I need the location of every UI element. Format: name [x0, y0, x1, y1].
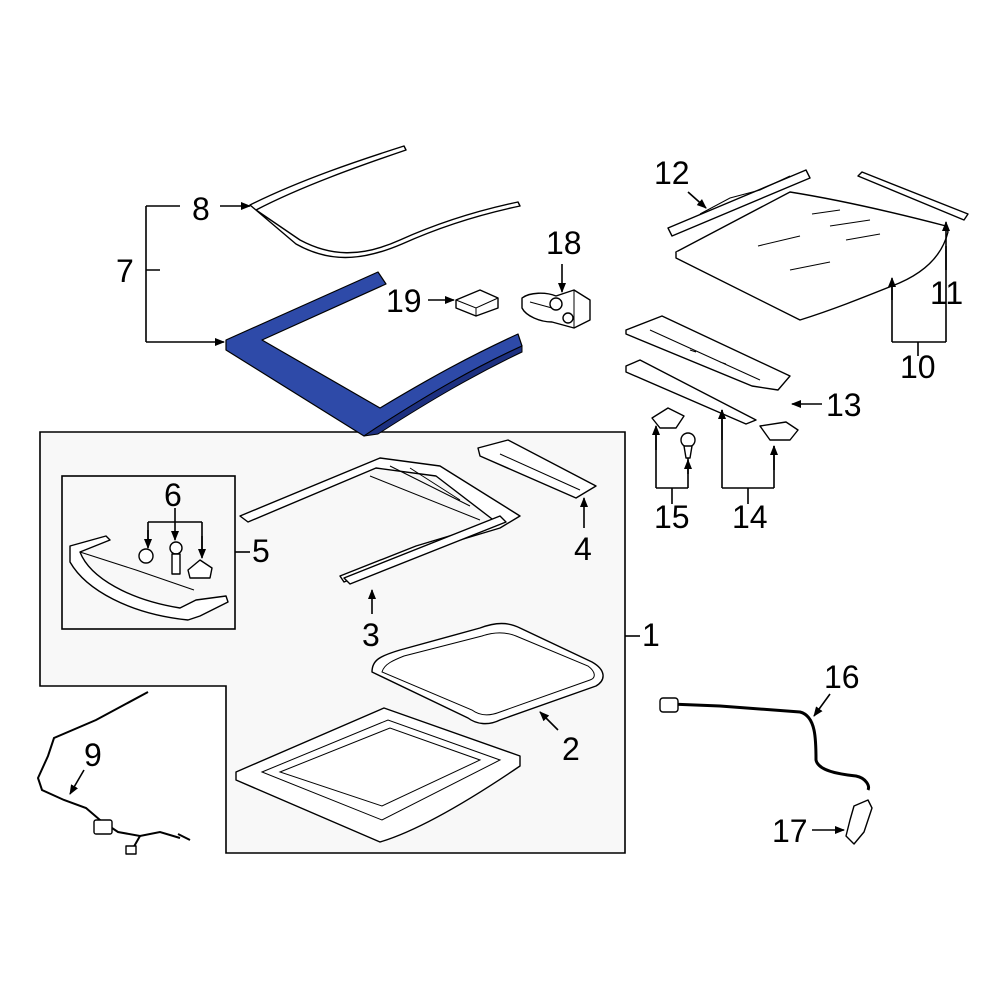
- callout-8: 8: [192, 191, 210, 227]
- front-rail-part-3[interactable]: [343, 515, 507, 585]
- sunroof-seal-part-2[interactable]: [371, 622, 604, 725]
- crossmember-part-14[interactable]: [625, 359, 799, 441]
- motor-part-18[interactable]: [521, 289, 591, 329]
- callout-3: 3: [362, 617, 380, 653]
- module-part-19[interactable]: [455, 289, 499, 317]
- frame-part-7-highlighted[interactable]: [225, 271, 523, 437]
- callout-13: 13: [826, 387, 862, 423]
- callout-10: 10: [900, 349, 936, 385]
- callout-9: 9: [84, 737, 102, 773]
- glass-seal-part-11[interactable]: [857, 171, 969, 221]
- crossmember-part-13[interactable]: [625, 315, 791, 391]
- callout-15: 15: [654, 499, 690, 535]
- callout-2: 2: [562, 731, 580, 767]
- callout-17: 17: [772, 813, 808, 849]
- callout-11: 11: [930, 275, 963, 311]
- bracket-part-15[interactable]: [651, 407, 696, 459]
- sunroof-frame-assembly[interactable]: [239, 457, 521, 583]
- glass-seal-part-12[interactable]: [667, 169, 811, 237]
- harness-part-9[interactable]: [36, 691, 191, 855]
- callout-12: 12: [654, 155, 690, 191]
- callout-19: 19: [386, 283, 422, 319]
- callout-16: 16: [824, 659, 860, 695]
- callout-14: 14: [732, 499, 768, 535]
- callout-5: 5: [252, 533, 270, 569]
- drain-hose-part-16[interactable]: [659, 697, 870, 791]
- callout-18: 18: [546, 225, 582, 261]
- callout-labels: 1 2 3 4 5 6 7 8 9 10 11 12 13 14 15 16 1…: [84, 155, 963, 849]
- callout-1: 1: [642, 617, 660, 653]
- callout-4: 4: [574, 531, 592, 567]
- roof-panel[interactable]: [235, 707, 521, 843]
- glass-panel-part-10[interactable]: [675, 191, 949, 321]
- callout-6: 6: [164, 477, 182, 513]
- callout-7: 7: [116, 253, 134, 289]
- rear-rail-part-4[interactable]: [477, 439, 597, 499]
- leader-lines: [69, 191, 950, 834]
- drain-elbow-part-17[interactable]: [845, 799, 873, 845]
- seal-part-8[interactable]: [249, 145, 521, 259]
- inset-parts-5-6[interactable]: [69, 535, 229, 621]
